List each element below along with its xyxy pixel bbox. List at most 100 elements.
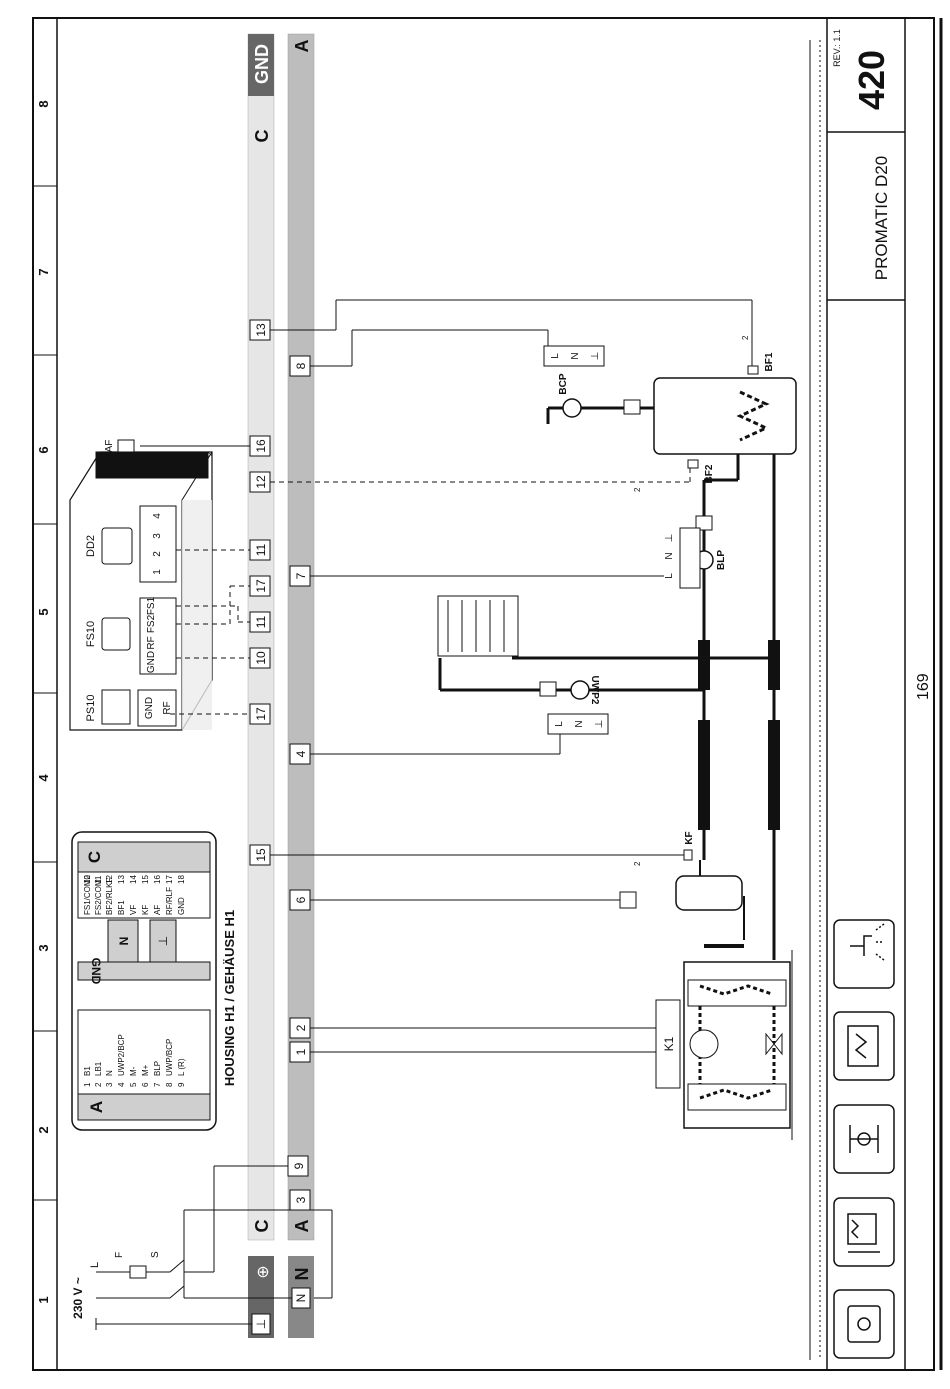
drawing-number: 420 — [851, 50, 892, 110]
svg-text:RF/RLF: RF/RLF — [165, 887, 174, 915]
terminal-A-8: 8 — [294, 362, 308, 369]
lnp-terminal-blocks — [543, 345, 701, 735]
housing-block-C-label: C — [85, 851, 104, 863]
housing-n-label: N — [117, 937, 131, 946]
terminal-C-17b: 17 — [254, 579, 268, 593]
FS10-term-FS1: FS1 — [146, 596, 157, 615]
controller-FS10-name: FS10 — [85, 621, 97, 647]
svg-text:9: 9 — [177, 1082, 186, 1087]
tap-icon — [850, 935, 872, 956]
supply-line-label: L — [89, 1262, 101, 1268]
svg-text:BF2/RLKF: BF2/RLKF — [105, 878, 114, 915]
lnp-BCP-PE: ⊥ — [590, 352, 601, 361]
lnp-UWP2-PE: ⊥ — [594, 720, 605, 729]
svg-text:16: 16 — [153, 875, 162, 884]
svg-text:18: 18 — [177, 875, 186, 884]
bus-A-neutral-label: N — [292, 1268, 312, 1281]
sensor-KF — [683, 849, 693, 861]
pump-BCP-label: BCP — [558, 373, 569, 394]
terminal-C-12: 12 — [254, 475, 268, 489]
svg-text:FS2/COM: FS2/COM — [94, 879, 103, 915]
svg-text:BF1: BF1 — [117, 900, 126, 915]
controller-DD2-name: DD2 — [85, 535, 97, 557]
sensor-AF — [117, 439, 135, 453]
FS10-term-FS2: FS2 — [146, 614, 157, 633]
svg-text:7: 7 — [153, 1082, 162, 1087]
svg-text:UWP/BCP: UWP/BCP — [165, 1039, 174, 1076]
DD2-term-1: 1 — [152, 569, 163, 575]
housing-title: HOUSING H1 / GEHÄUSE H1 — [222, 910, 237, 1086]
lnp-UWP2-L: L — [554, 721, 565, 727]
svg-text:11: 11 — [94, 875, 103, 884]
svg-text:13: 13 — [117, 875, 126, 884]
pump-UWP2-label: UWP2 — [589, 676, 600, 705]
bus-C-earth-symbol: ⊕ — [255, 1265, 272, 1278]
bus-A-label: A — [292, 1220, 312, 1233]
bus-C-label: C — [252, 1220, 272, 1233]
sensor-AF-label: AF — [104, 440, 115, 453]
revision: REV.: 1.1 — [832, 29, 842, 67]
sensor-BF1-label: BF1 — [764, 352, 775, 371]
wirecount-BF1: 2 — [741, 335, 750, 340]
housing-block-C-rows: 10 FS1/COM2 11 FS2/COM 12 BF2/RLKF 13 BF… — [83, 874, 186, 915]
terminal-A-1: 1 — [294, 1048, 308, 1055]
legend-box-tank — [833, 1011, 895, 1081]
column-label-5: 5 — [36, 608, 51, 615]
svg-text:M+: M+ — [141, 1064, 150, 1076]
radiator-icon — [437, 595, 519, 657]
housing-gnd-label: GND — [89, 958, 103, 985]
bus-A-end-label: A — [292, 40, 312, 53]
terminal-C-11a: 11 — [254, 615, 268, 628]
svg-text:VF: VF — [129, 905, 138, 915]
svg-text:10: 10 — [83, 875, 92, 884]
svg-text:L (R): L (R) — [177, 1058, 186, 1076]
PS10-term-RF: RF — [162, 701, 173, 714]
terminal-A-7: 7 — [294, 572, 308, 579]
tank-icon — [847, 1025, 879, 1067]
terminal-C-9: 9 — [292, 1162, 306, 1169]
legend-box-heater — [833, 1197, 895, 1267]
bus-C-end-label: C — [252, 130, 272, 143]
terminal-C-10: 10 — [254, 651, 268, 665]
housing-block-A-rows: 1 B1 2 LB1 3 N 4 UWP2/BCP 5 M- 6 M+ 7 BL… — [83, 1034, 186, 1087]
FS10-term-RF: RF — [146, 636, 157, 649]
svg-text:M-: M- — [129, 1066, 138, 1076]
floor-hatch — [809, 40, 821, 1360]
lnp-BLP-PE: ⊥ — [664, 534, 675, 543]
compressor-icon — [689, 1029, 719, 1059]
PS10-term-GND: GND — [144, 697, 155, 719]
legend-box-boiler — [833, 1289, 895, 1359]
column-label-6: 6 — [36, 446, 51, 453]
terminal-A-3: 3 — [294, 1196, 308, 1203]
svg-text:8: 8 — [165, 1082, 174, 1087]
svg-text:KF: KF — [141, 905, 150, 915]
supply-voltage: 230 V ~ — [71, 1277, 85, 1319]
terminal-C-11b: 11 — [254, 543, 268, 556]
column-ticks — [33, 185, 57, 1201]
svg-text:N: N — [105, 1070, 114, 1076]
supply-earth-terminal: ⊥ — [254, 1319, 268, 1329]
svg-text:14: 14 — [129, 875, 138, 884]
supply-fuse-label: F — [114, 1252, 125, 1258]
lnp-BCP-L: L — [550, 353, 561, 359]
title-model: PROMATIC D20 — [872, 156, 891, 280]
bus-C-gnd-cap — [248, 34, 274, 96]
svg-text:17: 17 — [165, 875, 174, 884]
sheet-frame — [32, 17, 935, 1371]
terminal-A-6: 6 — [294, 896, 308, 903]
column-label-8: 8 — [36, 100, 51, 107]
terminal-C-15: 15 — [254, 848, 268, 862]
DD2-term-2: 2 — [152, 551, 163, 557]
svg-text:6: 6 — [141, 1082, 150, 1087]
terminal-C-16: 16 — [254, 439, 268, 453]
column-label-2: 2 — [36, 1126, 51, 1133]
column-label-7: 7 — [36, 268, 51, 275]
lnp-BLP-N: N — [664, 552, 675, 559]
boiler-icon — [847, 1305, 881, 1343]
svg-text:2: 2 — [94, 1082, 103, 1087]
controller-top-vents — [95, 451, 209, 479]
heater-icon — [847, 1213, 877, 1245]
svg-text:AF: AF — [153, 905, 162, 915]
sensor-BF2-label: BF2 — [704, 464, 715, 483]
